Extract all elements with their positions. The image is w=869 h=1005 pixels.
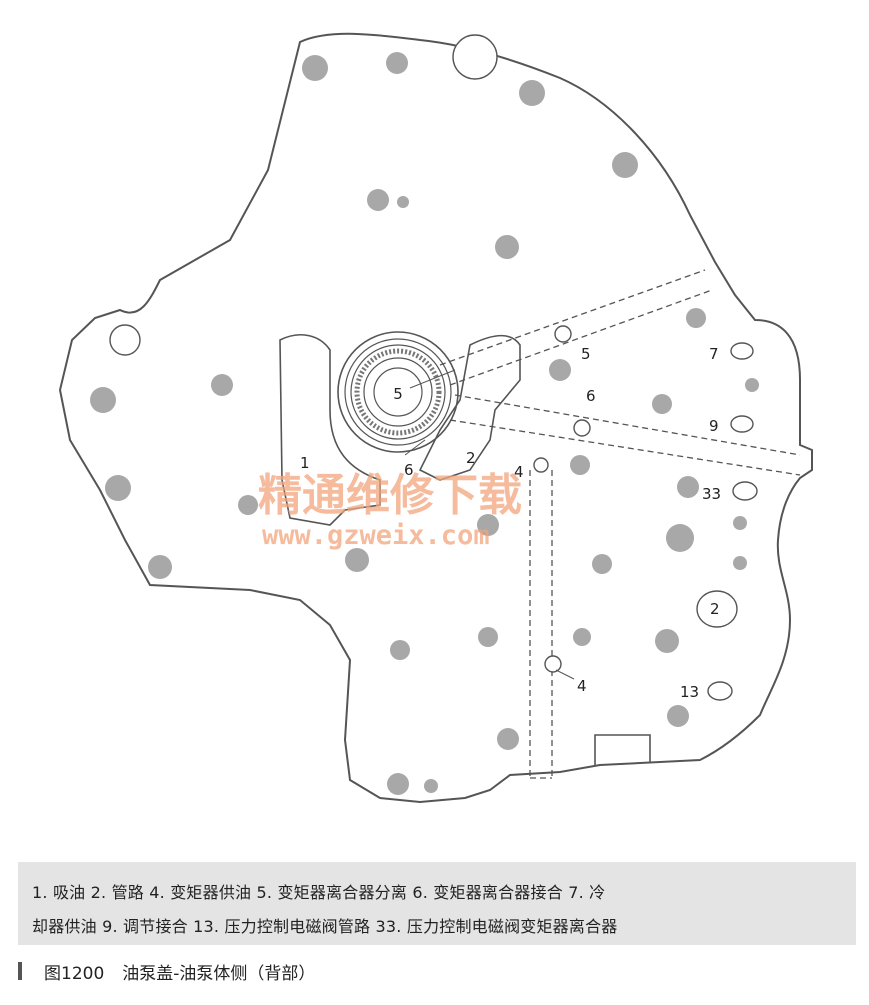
- channel-6-dashed: [449, 394, 801, 476]
- callout-13: 13: [680, 683, 699, 701]
- port-9: [730, 415, 754, 433]
- callout-1: 1: [300, 454, 310, 472]
- legend-line-2: 却器供油 9. 调节接合 13. 压力控制电磁阀管路 33. 压力控制电磁阀变矩…: [32, 917, 618, 936]
- port-13: [707, 681, 733, 701]
- legend-box: 1. 吸油 2. 管路 4. 变矩器供油 5. 变矩器离合器分离 6. 变矩器离…: [18, 862, 856, 945]
- port-2-right: [696, 590, 738, 628]
- caption-marker: [18, 962, 22, 980]
- callout-9: 9: [709, 417, 719, 435]
- passage-cavity: [418, 334, 521, 481]
- bolt-holes: [90, 52, 759, 795]
- port-openings: [109, 34, 758, 701]
- figure-title: 油泵盖-油泵体侧（背部）: [122, 963, 316, 984]
- legend-line-1: 1. 吸油 2. 管路 4. 变矩器供油 5. 变矩器离合器分离 6. 变矩器离…: [32, 883, 606, 902]
- port-4-bottom: [544, 655, 562, 673]
- callout-4-bottom: 4: [577, 677, 587, 695]
- watermark-cn: 精通维修下载: [258, 470, 522, 521]
- callout-6-right: 6: [586, 387, 596, 405]
- watermark-en: www.gzweix.com: [262, 520, 490, 551]
- callout-7: 7: [709, 345, 719, 363]
- leader-lines: [555, 669, 575, 680]
- callout-5-right: 5: [581, 345, 591, 363]
- port-6-right: [573, 419, 591, 437]
- housing-outline: [58, 32, 813, 804]
- callout-5-center: 5: [393, 385, 403, 403]
- callout-4-top: 4: [514, 463, 524, 481]
- center-hub: [337, 331, 459, 456]
- figure-number: 图1200: [44, 963, 105, 984]
- notch-top: [452, 34, 498, 80]
- port-5-right: [554, 325, 572, 343]
- port-4-top: [533, 457, 549, 473]
- notch-left: [109, 324, 141, 356]
- suction-cavity: [279, 334, 381, 526]
- oil-pump-cover-diagram: 精通维修下载 www.gzweix.com 5 1 6 2 4 5 6 7 9 …: [58, 32, 813, 804]
- port-33: [732, 481, 758, 501]
- port-7: [730, 342, 754, 360]
- callout-2-right: 2: [710, 600, 720, 618]
- channel-4-dashed: [529, 470, 553, 780]
- figure-caption: 图1200 油泵盖-油泵体侧（背部）: [18, 957, 315, 985]
- bottom-port: [594, 734, 651, 765]
- channel-5-dashed: [439, 269, 713, 386]
- diagram-area: 精通维修下载 www.gzweix.com 5 1 6 2 4 5 6 7 9 …: [58, 32, 813, 804]
- callout-33: 33: [702, 485, 721, 503]
- callout-6-center: 6: [404, 461, 414, 479]
- callout-2: 2: [466, 449, 476, 467]
